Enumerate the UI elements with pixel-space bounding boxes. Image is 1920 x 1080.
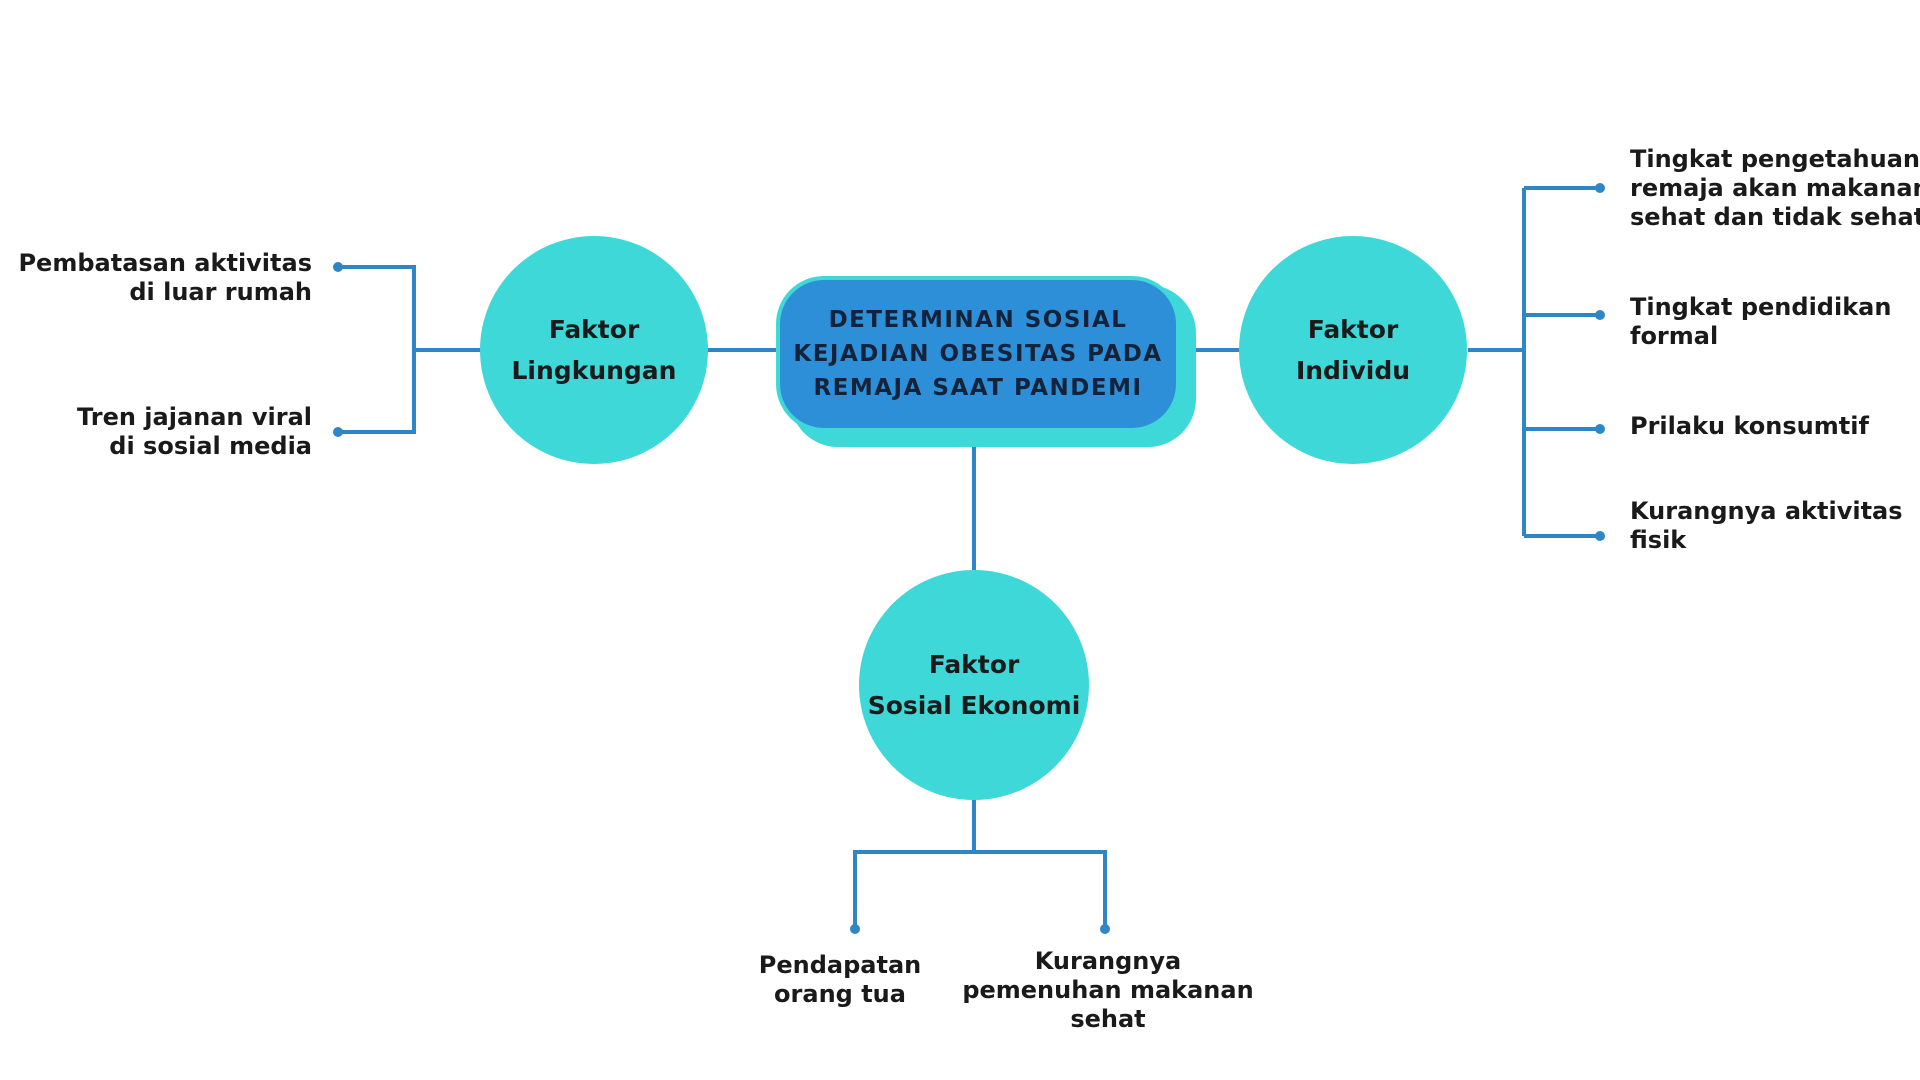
factor-lingkungan-node: Faktor Lingkungan xyxy=(480,236,708,464)
bullet-dot xyxy=(850,924,860,934)
item-line: Kurangnya aktivitas xyxy=(1630,497,1903,525)
bullet-dot xyxy=(1595,310,1605,320)
center-title-line-1: DETERMINAN SOSIAL xyxy=(828,307,1128,333)
individu-item-4: Kurangnya aktivitas fisik xyxy=(1630,497,1903,555)
connector-lingkungan-item-2 xyxy=(338,350,416,434)
item-line: orang tua xyxy=(774,980,906,1008)
individu-item-2: Tingkat pendidikan formal xyxy=(1630,293,1891,351)
lingkungan-item-1: Pembatasan aktivitas di luar rumah xyxy=(18,249,312,307)
item-line: Prilaku konsumtif xyxy=(1630,412,1869,440)
bullet-dot xyxy=(333,262,343,272)
center-title-line-2: KEJADIAN OBESITAS PADA xyxy=(793,341,1163,367)
connector-lingkungan-item-1 xyxy=(338,265,416,350)
item-line: di luar rumah xyxy=(129,278,312,306)
factor-lingkungan-line-1: Faktor xyxy=(548,315,640,344)
connector-ekonomi-item-2 xyxy=(974,850,1107,929)
item-line: Tingkat pengetahuan xyxy=(1630,145,1920,173)
item-line: di sosial media xyxy=(109,432,312,460)
factor-lingkungan-line-2: Lingkungan xyxy=(511,356,677,385)
individu-item-1: Tingkat pengetahuan remaja akan makanan … xyxy=(1630,145,1920,232)
individu-item-3: Prilaku konsumtif xyxy=(1630,412,1869,441)
lingkungan-item-2: Tren jajanan viral di sosial media xyxy=(77,403,312,461)
item-line: sehat xyxy=(1070,1005,1146,1033)
item-line: remaja akan makanan xyxy=(1630,174,1920,202)
factor-individu-line-1: Faktor xyxy=(1307,315,1399,344)
factor-ekonomi-node: Faktor Sosial Ekonomi xyxy=(859,570,1089,800)
item-line: Tingkat pendidikan xyxy=(1630,293,1892,321)
ekonomi-item-2: Kurangnya pemenuhan makanan sehat xyxy=(948,947,1268,1034)
center-title-line-3: REMAJA SAAT PANDEMI xyxy=(813,375,1143,401)
factor-individu-line-2: Individu xyxy=(1295,356,1411,385)
item-line: Kurangnya xyxy=(1034,947,1182,975)
factor-ekonomi-line-2: Sosial Ekonomi xyxy=(867,691,1081,720)
bullet-dot xyxy=(1595,424,1605,434)
item-line: Pembatasan aktivitas xyxy=(18,249,312,277)
ekonomi-item-1: Pendapatan orang tua xyxy=(738,951,942,1009)
bullet-dot xyxy=(333,427,343,437)
item-line: formal xyxy=(1630,322,1719,350)
factor-individu-node: Faktor Individu xyxy=(1239,236,1467,464)
item-line: pemenuhan makanan xyxy=(962,976,1254,1004)
bullet-dot xyxy=(1100,924,1110,934)
factor-ekonomi-line-1: Faktor xyxy=(928,650,1020,679)
bullet-dot xyxy=(1595,531,1605,541)
connector-ekonomi-item-1 xyxy=(853,850,974,929)
item-line: Pendapatan xyxy=(758,951,922,979)
center-node: DETERMINAN SOSIAL KEJADIAN OBESITAS PADA… xyxy=(776,276,1180,432)
item-line: fisik xyxy=(1630,526,1687,554)
bullet-dot xyxy=(1595,183,1605,193)
item-line: Tren jajanan viral xyxy=(77,403,312,431)
item-line: sehat dan tidak sehat xyxy=(1630,203,1920,231)
